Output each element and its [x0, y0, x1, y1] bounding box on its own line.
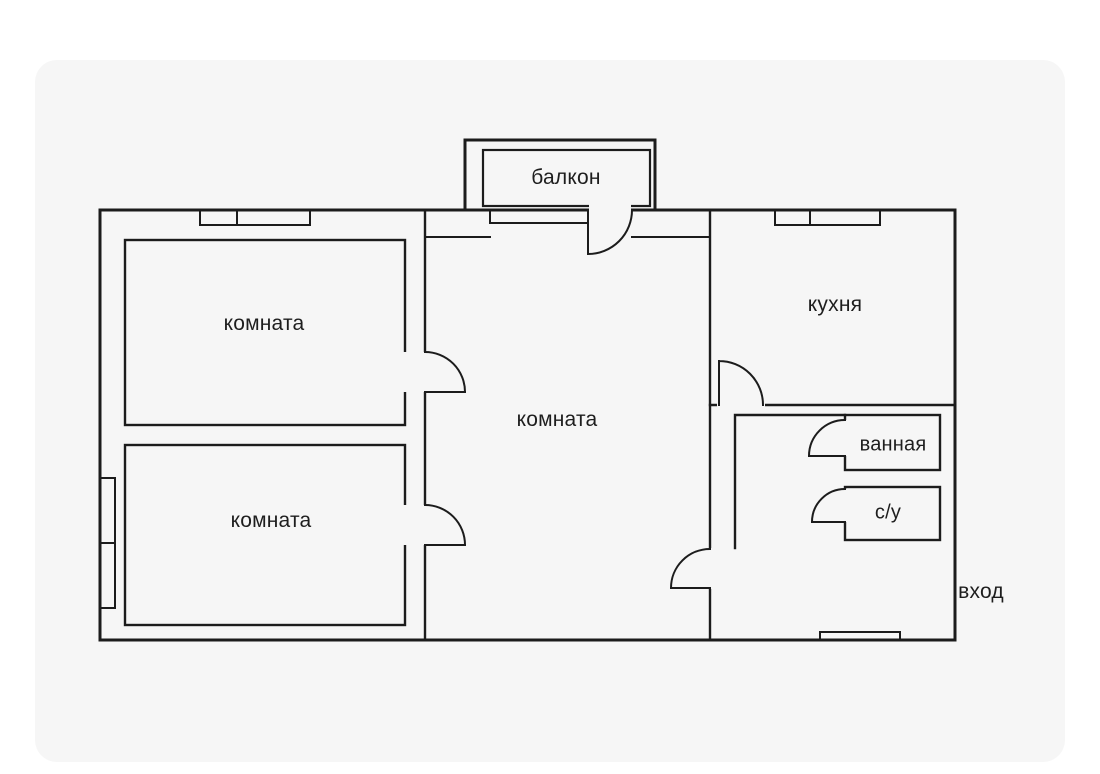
- balcony-door: [586, 208, 634, 256]
- wc-door-gap: [839, 489, 851, 522]
- room-center-label: комната: [516, 408, 598, 431]
- room-bottom-left-label: комната: [230, 509, 312, 532]
- bathroom-door: [807, 418, 847, 458]
- balcony-window: [489, 209, 589, 224]
- room-bottom-left-walls: [123, 443, 407, 627]
- balcony-outer-wall: [463, 138, 657, 210]
- window-top-left: [199, 209, 311, 226]
- doors: [423, 208, 847, 590]
- wc-door: [810, 487, 847, 524]
- center-room-door-gap: [704, 548, 716, 589]
- windows: [99, 209, 881, 609]
- room-top-left-door: [423, 350, 467, 394]
- entrance-label: вход: [958, 580, 1004, 603]
- balcony-inner-wall: [481, 148, 652, 208]
- balcony-label: балкон: [531, 166, 601, 189]
- kitchen-door-gap: [717, 399, 765, 411]
- room-top-left-walls: [123, 238, 407, 427]
- center-room-door: [669, 547, 712, 590]
- floor-plan-card: [35, 60, 1065, 762]
- entrance-threshold: [819, 631, 901, 640]
- room-top-left-label: комната: [223, 312, 305, 335]
- room-bottom-left-door: [423, 503, 467, 547]
- balcony-door-gap: [589, 204, 631, 216]
- room-top-left-door-gap: [398, 352, 432, 392]
- wc-label: с/у: [874, 501, 902, 524]
- kitchen-label: кухня: [807, 293, 863, 316]
- door-opening-gaps: [398, 204, 851, 589]
- bathroom-door-gap: [839, 420, 851, 456]
- hallway-walls: [733, 413, 847, 550]
- window-top-right: [774, 209, 881, 226]
- entrance-threshold-lines: [819, 631, 901, 640]
- walls: [98, 138, 957, 642]
- bathroom-label: ванная: [859, 433, 927, 456]
- room-bottom-left-door-gap: [398, 505, 432, 545]
- kitchen-door: [717, 359, 765, 407]
